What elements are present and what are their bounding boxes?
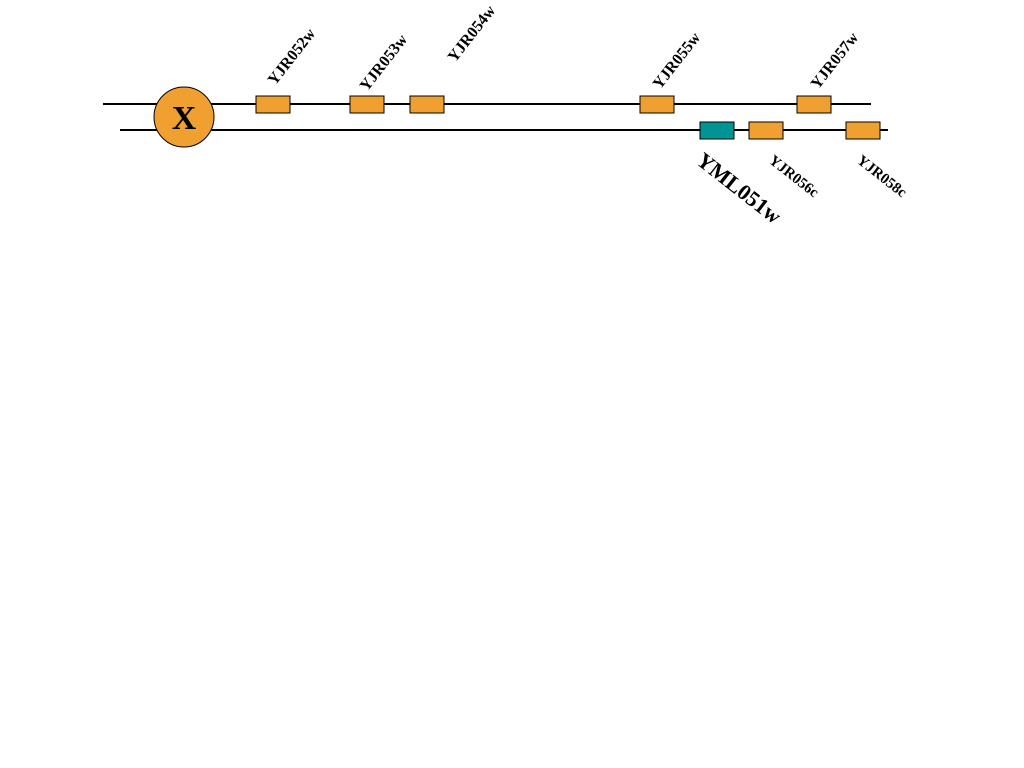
gene-box xyxy=(255,95,291,114)
gene-box xyxy=(349,95,385,114)
gene-yjr058c: YJR058c xyxy=(845,121,910,202)
gene-yjr054w: YJR054w xyxy=(409,2,500,114)
gene-label: YJR053w xyxy=(357,31,412,94)
gene-box xyxy=(748,121,784,140)
gene-box xyxy=(639,95,675,114)
bottom-strand-genes: YML051w YJR056c YJR058c xyxy=(692,121,910,229)
chromosome-marker: X xyxy=(153,86,215,148)
gene-yjr057w: YJR057w xyxy=(796,29,863,114)
gene-label: YJR056c xyxy=(766,153,822,202)
gene-yjr055w: YJR055w xyxy=(639,29,705,114)
gene-box xyxy=(699,121,735,140)
gene-label: YJR058c xyxy=(854,153,910,202)
chromosome-label: X xyxy=(172,100,197,137)
gene-label: YJR055w xyxy=(650,29,705,92)
gene-box xyxy=(409,95,445,114)
gene-box xyxy=(845,121,881,140)
gene-yjr053w: YJR053w xyxy=(349,31,412,114)
gene-box xyxy=(796,95,832,114)
gene-yjr052w: YJR052w xyxy=(255,25,320,114)
chromosome-circle xyxy=(153,86,215,148)
gene-label: YJR052w xyxy=(265,25,320,88)
gene-label: YJR054w xyxy=(445,2,500,65)
top-strand-genes: YJR052w YJR053w YJR054w YJR055w YJR057w xyxy=(255,2,863,114)
gene-label: YJR057w xyxy=(808,29,863,92)
